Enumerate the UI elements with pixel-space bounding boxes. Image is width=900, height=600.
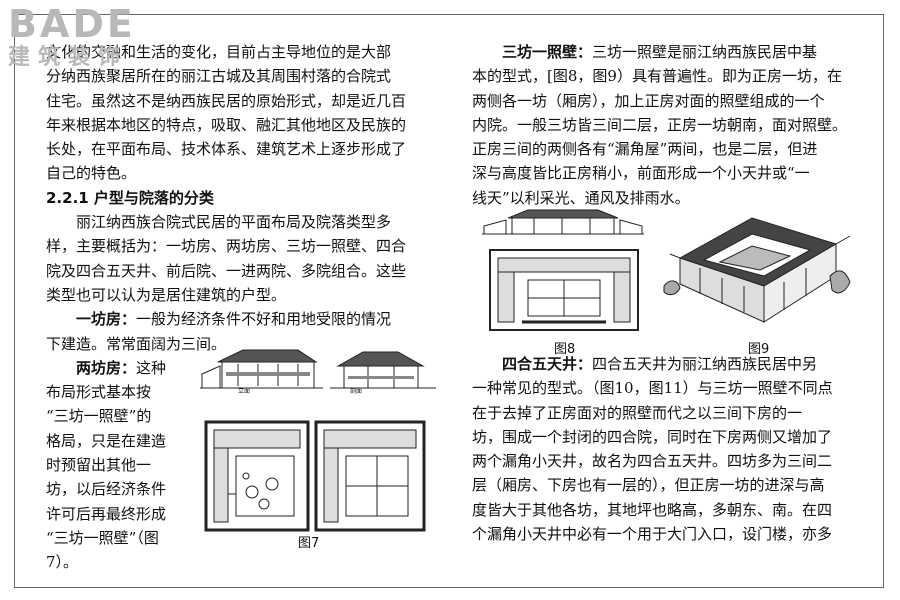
text-line: 线天”以利采光、通风及排雨水。	[472, 188, 690, 207]
page-frame	[14, 14, 884, 588]
text-line: 长处，在平面布局、技术体系、建筑艺术上逐步形成了	[46, 140, 407, 159]
liangfang-title: 两坊房：	[76, 358, 137, 377]
figure-7-drawing	[200, 349, 436, 532]
figure-7-caption: 图7	[298, 536, 320, 551]
sihe-first: 四合五天井为丽江纳西族民居中另	[592, 355, 818, 373]
text-line: 格局，只是在建造	[46, 431, 167, 450]
figure-7-label-elevation: 立面	[238, 388, 251, 395]
text-line: 院及四合五天井、前后院、一进两院、多院组合。这些	[46, 261, 407, 280]
yifang-title: 一坊房：	[76, 310, 137, 329]
yifang-text: 一般为经济条件不好和用地受限的情况	[136, 310, 392, 329]
sanfang-first: 三坊一照壁是丽江纳西族民居中基	[592, 43, 818, 61]
text-line: 许可后再最终形成	[46, 504, 167, 523]
liangfang-first: 这种	[136, 358, 167, 377]
text-line: 度皆大于其他各坊，其地坪也略高，多朝东、南。在四	[472, 500, 833, 519]
text-line: 两个漏角小天井，故名为四合五天井。四坊多为三间二	[472, 452, 833, 471]
text-line: “三坊一照壁”的	[46, 407, 152, 426]
right-column: 三坊一照壁：三坊一照壁是丽江纳西族民居中基 本的型式，[图8，图9）具有普遍性。…	[472, 40, 854, 210]
text-line: “三坊一照壁”（图	[46, 528, 159, 547]
sihe-paragraph: 四合五天井：四合五天井为丽江纳西族民居中另 一种常见的型式。（图10，图11）与…	[472, 352, 854, 546]
text-line: 布局形式基本按	[46, 383, 152, 402]
text-line: 两侧各一坊（厢房），加上正房对面的照壁组成的一个	[472, 91, 825, 110]
left-column: 文化的交融和生活的变化，目前占主导地位的是大部 分纳西族聚居所在的丽江古城及其周…	[46, 40, 428, 575]
sihe-title: 四合五天井：	[502, 355, 593, 373]
text-line: 两坊房：这种	[46, 356, 206, 380]
figure-7-label-section: 剖面	[350, 388, 363, 395]
text-line: 三坊一照壁：三坊一照壁是丽江纳西族民居中基	[472, 40, 854, 64]
text-line: 时预留出其他一	[46, 456, 152, 475]
text-line: 样，主要概括为：一坊房、两坊房、三坊一照壁、四合	[46, 237, 407, 256]
text-line: 年来根据本地区的特点，吸取、融汇其他地区及民族的	[46, 115, 407, 134]
text-line: 下建造。常常面阔为三间。	[46, 334, 227, 353]
figure-9-drawing	[663, 217, 851, 323]
text-line: 层（厢房、下房也有一层的），但正房一坊的进深与高	[472, 476, 825, 495]
text-line: 一种常见的型式。（图10，图11）与三坊一照壁不同点	[472, 379, 833, 398]
text-line: 坊，围成一个封闭的四合院，同时在下房两侧又增加了	[472, 427, 833, 446]
figure-8-drawing	[482, 209, 644, 331]
figure-8-caption: 图8	[554, 342, 576, 357]
text-line: 类型也可以认为是居住建筑的户型。	[46, 285, 287, 304]
text-line: 本的型式，[图8，图9）具有普遍性。即为正房一坊，在	[472, 67, 842, 86]
text-line: 一坊房：一般为经济条件不好和用地受限的情况	[46, 307, 428, 331]
sanfang-title: 三坊一照壁：	[502, 43, 593, 61]
text-line: 住宅。虽然这不是纳西族民居的原始形式，却是近几百	[46, 91, 407, 110]
figure-9	[660, 206, 856, 334]
text-line: 正房三间的两侧各有“漏角屋”两间，也是二层，但进	[472, 140, 818, 159]
text-line: 7）。	[46, 553, 79, 572]
text-line: 分纳西族聚居所在的丽江古城及其周围村落的合院式	[46, 67, 392, 86]
text-line: 坊，以后经济条件	[46, 480, 167, 499]
text-line: 四合五天井：四合五天井为丽江纳西族民居中另	[472, 352, 854, 376]
text-line: 丽江纳西族合院式民居的平面布局及院落类型多	[76, 213, 392, 232]
sanfang-paragraph: 三坊一照壁：三坊一照壁是丽江纳西族民居中基 本的型式，[图8，图9）具有普遍性。…	[472, 40, 854, 210]
figure-9-caption: 图9	[748, 342, 770, 357]
text-line: 内院。一般三坊皆三间二层，正房一坊朝南，面对照壁。	[472, 115, 848, 134]
text-line: 个漏角小天井中必有一个用于大门入口，设门楼，亦多	[472, 525, 833, 544]
classification-paragraph: 丽江纳西族合院式民居的平面布局及院落类型多 样，主要概括为：一坊房、两坊房、三坊…	[46, 210, 428, 307]
yifang-paragraph: 一坊房：一般为经济条件不好和用地受限的情况 下建造。常常面阔为三间。	[46, 307, 428, 356]
figure-7	[198, 344, 438, 534]
text-line: 文化的交融和生活的变化，目前占主导地位的是大部	[46, 43, 392, 61]
text-line: 深与高度皆比正房稍小，前面形成一个小天井或“一	[472, 164, 810, 183]
liangfang-paragraph: 两坊房：这种 布局形式基本按 “三坊一照壁”的 格局，只是在建造 时预留出其他一…	[46, 356, 206, 575]
figure-8	[478, 208, 648, 332]
text-line: 自己的特色。	[46, 164, 137, 183]
intro-paragraph: 文化的交融和生活的变化，目前占主导地位的是大部 分纳西族聚居所在的丽江古城及其周…	[46, 40, 428, 186]
section-heading: 2.2.1 户型与院落的分类	[46, 188, 214, 207]
text-line: 在于去掉了正房面对的照壁而代之以三间下房的一	[472, 403, 803, 422]
